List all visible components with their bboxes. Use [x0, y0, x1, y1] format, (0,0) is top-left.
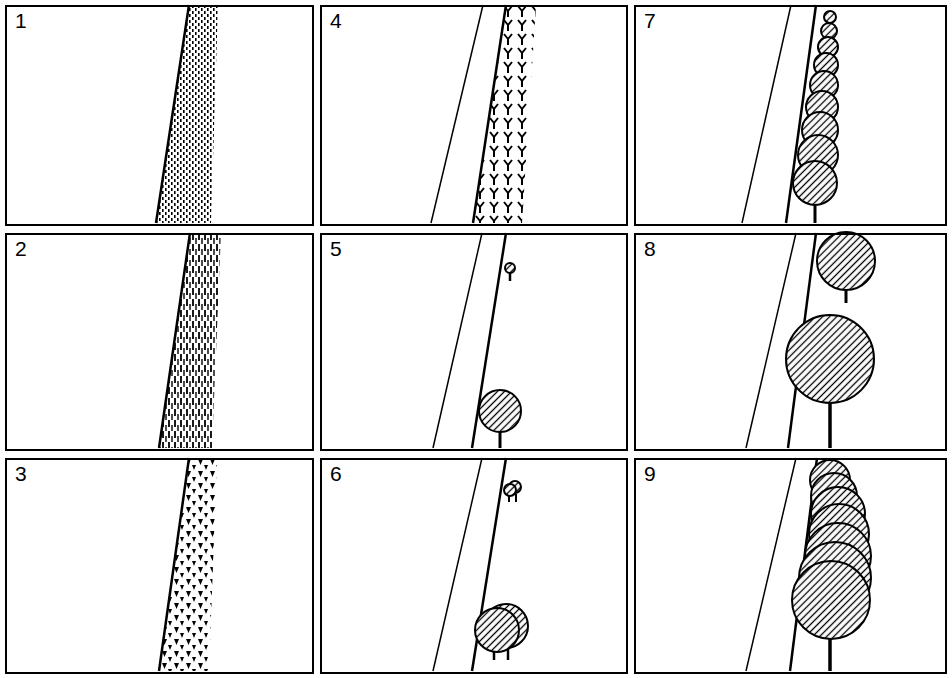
road-edge [746, 233, 796, 448]
tree-crown [793, 161, 837, 205]
panel-number: 8 [642, 237, 658, 260]
panel-number: 2 [13, 237, 29, 260]
panel-5-art [433, 233, 521, 448]
panel-frame: 6 [320, 458, 628, 674]
panel-1-art [156, 5, 218, 223]
road-edge [159, 458, 189, 671]
panel-frame: 9 [634, 458, 947, 674]
panel-number: 6 [328, 462, 344, 485]
panel-frame: 4 [320, 5, 628, 226]
tree-trunk [509, 273, 512, 281]
panel-2-art [159, 233, 221, 448]
panel-number: 5 [328, 237, 344, 260]
tree-trunk [515, 494, 517, 502]
tree-crown [786, 315, 874, 403]
road-edge [159, 233, 190, 448]
panel-frame: 2 [5, 233, 314, 451]
shrub-band [473, 5, 536, 223]
road-edge [742, 5, 791, 223]
panel-number: 1 [13, 9, 29, 32]
tree-crown [817, 232, 875, 290]
panel-4-art [431, 5, 536, 223]
panel-8-art [746, 232, 875, 448]
panel-number: 4 [328, 9, 344, 32]
panel-number: 7 [642, 9, 658, 32]
tree-trunk [828, 398, 832, 448]
road-edge [473, 5, 506, 223]
stipple-band [156, 5, 218, 223]
panel-frame: 8 [634, 233, 947, 451]
panel-frame: 5 [320, 233, 628, 451]
tree-trunk [814, 205, 817, 223]
road-edge [156, 5, 189, 223]
panel-number: 9 [642, 462, 658, 485]
tree-crown [824, 11, 836, 23]
tree-trunk [828, 638, 832, 671]
panel-9-art [746, 458, 871, 671]
young-tree [504, 484, 516, 496]
road-edge [431, 5, 483, 223]
wedge-band [159, 458, 217, 671]
panel-7-art [742, 5, 838, 223]
panel-6-art [433, 458, 528, 671]
panel-frame: 7 [634, 5, 947, 226]
road-edge [746, 458, 796, 671]
panel-number: 3 [13, 462, 29, 485]
road-edge [433, 233, 482, 448]
tree-crown [479, 390, 521, 432]
young-tree [505, 263, 515, 273]
panel-frame: 3 [5, 458, 314, 674]
panel-frame: 1 [5, 5, 314, 226]
tree-crown [475, 608, 519, 652]
tree-crown [792, 561, 870, 639]
panel-3-art [159, 458, 217, 671]
road-edge [433, 458, 482, 671]
dash-band [159, 233, 221, 448]
